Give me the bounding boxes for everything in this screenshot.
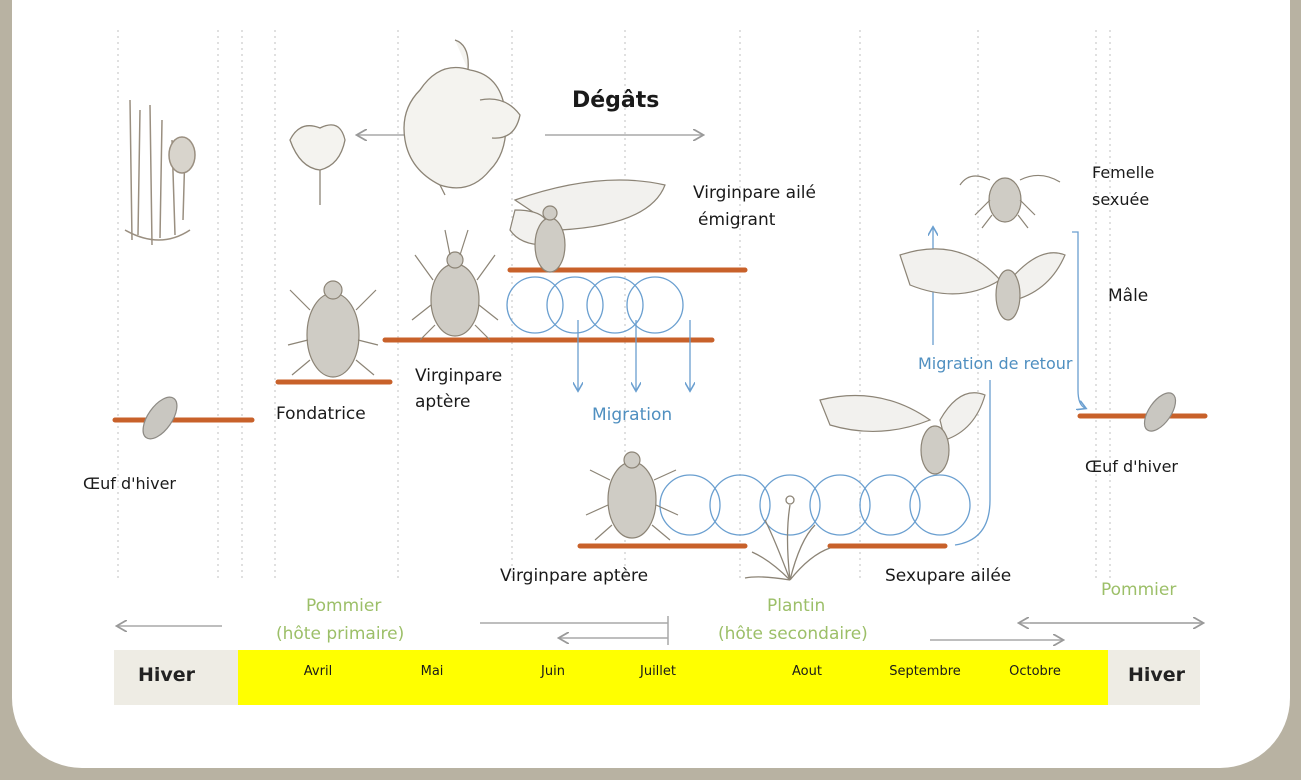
sexupare-winged-aphid [820, 393, 985, 474]
winter-egg-left-label: Œuf d'hiver [83, 474, 176, 493]
month-september: Septembre [889, 664, 961, 679]
winged-aphid-emigrant [510, 180, 665, 272]
plantain-illustration [745, 496, 830, 580]
winter-egg-right [1138, 388, 1181, 437]
winter-egg-right-label: Œuf d'hiver [1085, 457, 1178, 476]
apple-leaves-illustration [290, 40, 520, 205]
apterous-aphid-top [412, 230, 498, 340]
month-october: Octobre [1009, 664, 1061, 679]
migration-label: Migration [592, 405, 672, 425]
host-apple-right-label: Pommier [1101, 580, 1176, 600]
host-primary-label-line1: Pommier [306, 596, 381, 616]
winter-label-left: Hiver [138, 664, 195, 686]
grey-arrows [118, 135, 1202, 645]
tree-bark-illustration [125, 100, 195, 245]
month-july: Juillet [640, 664, 676, 679]
fondatrice-label: Fondatrice [276, 404, 366, 424]
apterous-top-label-line2: aptère [415, 392, 470, 412]
month-june: Juin [541, 664, 565, 679]
month-april: Avril [304, 664, 332, 679]
month-august: Aout [792, 664, 822, 679]
host-secondary-label-line2: (hôte secondaire) [718, 624, 868, 644]
winged-emigrant-label-line1: Virginpare ailé [693, 183, 816, 203]
apterous-bottom-label: Virginpare aptère [500, 566, 648, 586]
sexual-female-aphid [960, 175, 1060, 228]
sexual-female-label-line2: sexuée [1092, 190, 1149, 209]
host-secondary-label-line1: Plantin [767, 596, 825, 616]
male-aphid [900, 249, 1065, 320]
sexupare-label: Sexupare ailée [885, 566, 1011, 586]
migration-loops-apple [507, 277, 690, 390]
return-migration-label: Migration de retour [918, 354, 1072, 373]
fondatrice-aphid [288, 281, 378, 377]
apterous-aphid-bottom [586, 452, 678, 540]
male-label: Mâle [1108, 286, 1148, 306]
apterous-top-label-line1: Virginpare [415, 366, 502, 386]
winged-emigrant-label-line2: émigrant [698, 210, 775, 230]
winter-label-right: Hiver [1128, 664, 1185, 686]
sexual-female-label-line1: Femelle [1092, 163, 1154, 182]
month-may: Mai [421, 664, 444, 679]
degats-title: Dégâts [572, 88, 659, 113]
host-primary-label-line2: (hôte primaire) [276, 624, 404, 644]
